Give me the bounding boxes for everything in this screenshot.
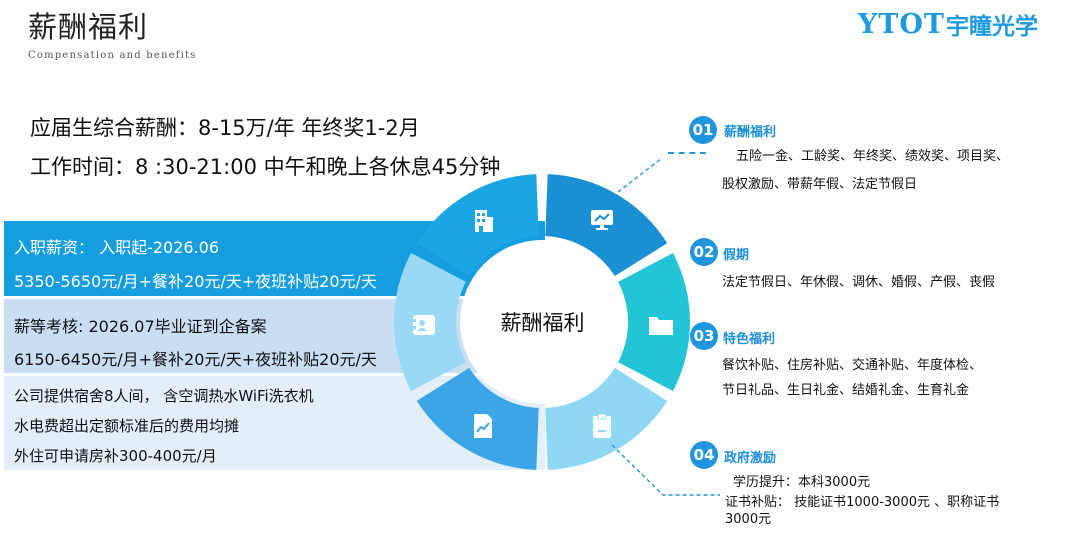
monitor-chart-icon xyxy=(589,207,615,233)
trend-doc-icon xyxy=(470,413,496,439)
entry-salary-amount: 5350-5650元/月+餐补20元/天+夜班补贴20元/天 xyxy=(14,272,377,291)
folder-icon xyxy=(648,312,674,338)
section-04-line-2: 证书补贴： 技能证书1000-3000元 、职称证书 xyxy=(725,495,1000,510)
section-02-badge: 02 xyxy=(690,238,718,266)
id-card-icon xyxy=(411,312,437,338)
donut-segment-seg-top-right xyxy=(545,174,668,277)
connector-lines xyxy=(611,157,720,496)
logo-chinese-text: 宇瞳光学 xyxy=(945,14,1038,40)
donut-center xyxy=(460,240,624,404)
company-logo: YTOT 宇瞳光学 xyxy=(858,6,1038,42)
entry-salary-title: 入职薪资： 入职起-2026.06 xyxy=(14,238,220,257)
housing-line-3: 外住可申请房补300-400元/月 xyxy=(14,447,217,465)
donut-center-label: 薪酬福利 xyxy=(500,311,585,335)
section-04-badge: 04 xyxy=(690,441,718,469)
logo-latin-text: YTOT xyxy=(858,8,945,40)
section-03-line-2: 节日礼品、生日礼金、结婚礼金、生育礼金 xyxy=(722,383,970,398)
salary-summary: 应届生综合薪酬：8-15万/年 年终奖1-2月 xyxy=(30,116,420,140)
section-01-badge: 01 xyxy=(689,116,717,144)
section-01-line-2: 股权激励、带薪年假、法定节假日 xyxy=(722,177,918,192)
section-02-title: 假期 xyxy=(723,248,750,263)
section-02-line-1: 法定节假日、年休假、调休、婚假、产假、丧假 xyxy=(722,275,996,290)
section-01-title: 薪酬福利 xyxy=(724,125,777,140)
clipboard-icon xyxy=(589,413,615,439)
review-salary-title: 薪等考核: 2026.07毕业证到企备案 xyxy=(14,317,267,336)
page-subtitle: Compensation and benefits xyxy=(28,50,197,61)
page-title: 薪酬福利 xyxy=(28,10,149,44)
building-icon xyxy=(470,207,496,233)
section-03-title: 特色福利 xyxy=(723,332,776,347)
housing-line-1: 公司提供宿舍8人间， 含空调热水WiFi洗衣机 xyxy=(14,387,314,405)
review-salary-amount: 6150-6450元/月+餐补20元/天+夜班补贴20元/天 xyxy=(14,350,377,369)
section-01-line-1: 五险一金、工龄奖、年终奖、绩效奖、项目奖、 xyxy=(736,149,1010,164)
working-hours: 工作时间：8 :30-21:00 中午和晚上各休息45分钟 xyxy=(30,155,501,179)
section-03-badge: 03 xyxy=(690,322,718,350)
section-04-line-1: 学历提升：本科3000元 xyxy=(733,475,871,490)
housing-line-2: 水电费超出定额标准后的费用均摊 xyxy=(14,417,240,435)
section-04-title: 政府激励 xyxy=(724,451,777,466)
section-01-dash xyxy=(668,152,706,154)
section-04-line-3: 3000元 xyxy=(725,512,772,527)
section-03-line-1: 餐饮补贴、住房补贴、交通补贴、年度体检、 xyxy=(722,358,983,373)
